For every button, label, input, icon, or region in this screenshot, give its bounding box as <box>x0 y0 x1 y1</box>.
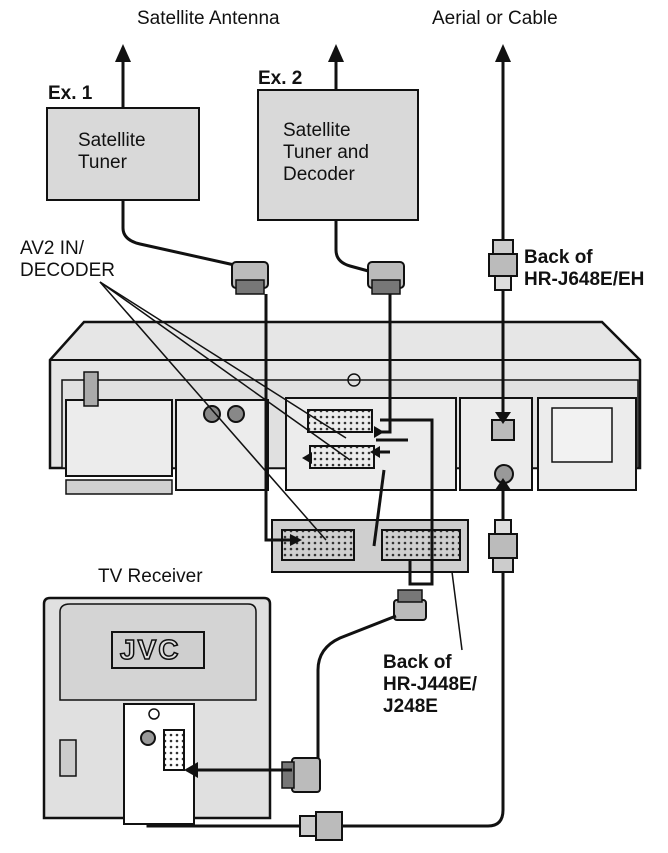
vcr-body <box>48 320 642 495</box>
satellite-antenna-label: Satellite Antenna <box>137 8 280 29</box>
rf-plug-top <box>488 239 518 291</box>
av2-decoder-label: AV2 IN/ DECODER <box>20 238 116 281</box>
ex1-label: Ex. 1 <box>48 83 93 104</box>
back-of-hrj448-label: Back of HR-J448E/ J248E <box>383 652 477 717</box>
tv-scart-cable <box>316 614 397 760</box>
scart-plug-tv <box>281 757 321 793</box>
hrj448-label-leader <box>451 571 463 651</box>
aerial-cable-arrow <box>495 44 511 240</box>
av2-pointer-lines <box>99 281 351 541</box>
connection-arrowheads <box>290 426 384 546</box>
scart-plug-lower <box>393 589 427 621</box>
satellite-tuner-decoder-box <box>257 89 419 221</box>
satellite-tuner-decoder-text: Satellite Tuner and Decoder <box>283 120 369 185</box>
tuner1-cable <box>121 200 249 270</box>
back-of-hrj648-label: Back of HR-J648E/EH <box>524 247 645 290</box>
tuner2-cable <box>334 220 373 274</box>
tv-receiver <box>42 596 272 825</box>
satellite-antenna-arrow-2 <box>328 44 344 90</box>
jvc-logo: JVC <box>119 633 181 666</box>
satellite-antenna-arrow <box>115 44 131 108</box>
aerial-or-cable-label: Aerial or Cable <box>432 8 558 29</box>
rf-plug-lower <box>488 519 518 573</box>
satellite-tuner-text: Satellite Tuner <box>78 130 146 173</box>
hrj448-rear-panel <box>271 519 469 573</box>
scart-plug-1 <box>231 261 269 295</box>
rf-cable-to-tv <box>340 572 505 828</box>
scart-plug-2 <box>367 261 405 295</box>
ex2-label: Ex. 2 <box>258 68 303 89</box>
rf-plug-tv <box>299 811 343 841</box>
tv-receiver-label: TV Receiver <box>98 566 203 587</box>
